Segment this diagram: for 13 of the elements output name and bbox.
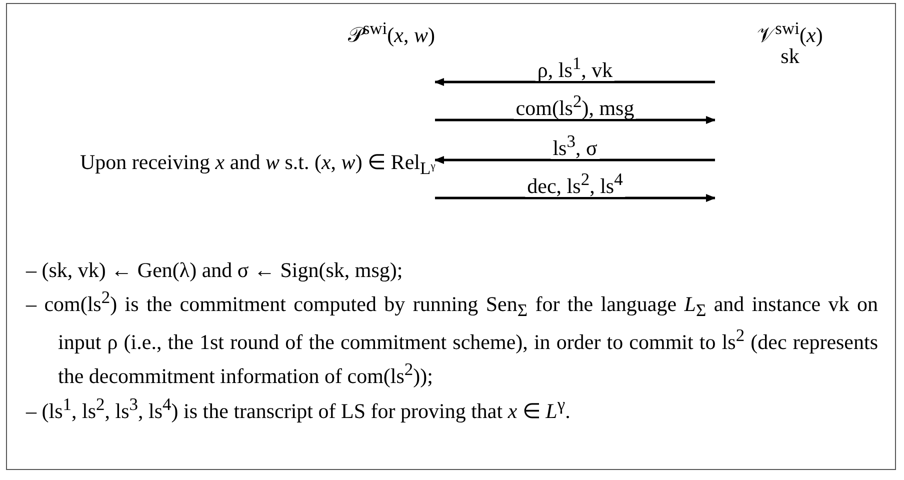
arrow <box>435 116 716 124</box>
note-text: Upon receiving x and w s.t. (x, w) ∈ Rel$_{Lᵞ}$ <box>80 150 436 178</box>
edge-label: ls$^{3}$, σ <box>550 133 600 159</box>
arrow <box>435 194 716 202</box>
arrow <box>434 156 715 164</box>
edge-label: com(ls$^{2}$), msg <box>514 93 636 119</box>
arrow <box>434 78 715 86</box>
note-text: – (sk, vk) ← Gen(λ) and σ ← Sign(sk, msg); <box>26 257 404 284</box>
note-text: – com(ls$^{2}$) is the commitment computed by running Sen$_{Σ}$ for the language L$_{Σ}$ and instance vk on input ρ (i.e., the 1st round of the commitment scheme), in order to commit to ls$^{2}$ (dec represents the decommitment information of com(ls$^{2}$)); <box>26 286 878 390</box>
note-text: – (ls$^{1}$, ls$^{2}$, ls$^{3}$, ls$^{4}$) is the transcript of LS for proving that x ∈ L$^{γ}$. <box>26 392 572 425</box>
edge-label: ρ, ls$^{1}$, vk <box>535 55 615 81</box>
participant-heading: 𝒫$^{swi}$(x, w) <box>348 18 435 48</box>
edge-label: dec, ls$^{2}$, ls$^{4}$ <box>525 171 625 197</box>
